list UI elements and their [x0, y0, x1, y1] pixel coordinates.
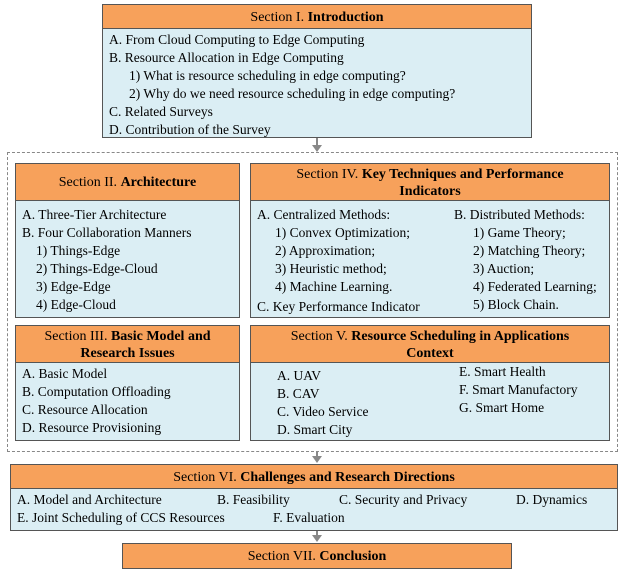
section4-title-line1: Key Techniques and Performance — [361, 167, 564, 182]
section6-item: F. Evaluation — [273, 510, 345, 525]
section5-right-item: G. Smart Home — [459, 400, 545, 415]
section2-header: Section II. Architecture — [15, 163, 240, 201]
section2-body: A. Three-Tier Architecture B. Four Colla… — [15, 200, 240, 318]
section4-right-item: 4) Federated Learning; — [473, 279, 597, 294]
section1-body: A. From Cloud Computing to Edge Computin… — [102, 28, 532, 138]
section4-header: Section IV. Key Techniques and Performan… — [250, 163, 610, 201]
section2-item: A. Three-Tier Architecture — [22, 207, 167, 222]
section1-item: B. Resource Allocation in Edge Computing — [109, 50, 344, 65]
section4-left-item: C. Key Performance Indicator — [257, 299, 420, 314]
section4-right-item: 2) Matching Theory; — [473, 243, 586, 258]
section3-item: C. Resource Allocation — [22, 402, 148, 417]
section6-item: C. Security and Privacy — [339, 492, 468, 507]
section3-prefix: Section III. — [44, 329, 108, 344]
section7-title: Conclusion — [319, 549, 387, 564]
section3-item: D. Resource Provisioning — [22, 420, 162, 435]
section1-item: D. Contribution of the Survey — [109, 122, 271, 137]
section1-item: 2) Why do we need resource scheduling in… — [129, 86, 456, 101]
section1-header: Section I. Introduction — [102, 4, 532, 29]
section6-header: Section VI. Challenges and Research Dire… — [10, 464, 618, 489]
section3-body: A. Basic Model B. Computation Offloading… — [15, 362, 240, 441]
section1-item: A. From Cloud Computing to Edge Computin… — [109, 32, 365, 47]
section4-right-item: B. Distributed Methods: — [454, 207, 585, 222]
section6-title: Challenges and Research Directions — [240, 470, 455, 485]
section6-body: A. Model and Architecture B. Feasibility… — [10, 488, 618, 531]
section5-left-item: A. UAV — [277, 368, 322, 383]
section6-item: E. Joint Scheduling of CCS Resources — [17, 510, 225, 525]
section5-right-item: E. Smart Health — [459, 364, 546, 379]
section5-left-item: D. Smart City — [277, 422, 353, 437]
section4-body: A. Centralized Methods: 1) Convex Optimi… — [250, 200, 610, 318]
section3-title-line2: Research Issues — [80, 346, 175, 361]
arrow-connector — [316, 452, 318, 456]
section4-right-item: 3) Auction; — [473, 261, 535, 276]
section5-header: Section V. Resource Scheduling in Applic… — [250, 325, 610, 363]
section4-left-item: 3) Heuristic method; — [275, 261, 387, 276]
section5-title-line1: Resource Scheduling in Applications — [351, 329, 570, 344]
section6-item: B. Feasibility — [217, 492, 290, 507]
section4-left-item: 1) Convex Optimization; — [275, 225, 410, 240]
section1-title: Introduction — [307, 10, 384, 25]
section4-prefix: Section IV. — [296, 167, 359, 182]
section5-left-item: C. Video Service — [277, 404, 369, 419]
section4-left-item: A. Centralized Methods: — [257, 207, 391, 222]
section2-title: Architecture — [120, 175, 197, 190]
section5-left-item: B. CAV — [277, 386, 320, 401]
section2-prefix: Section II. — [58, 175, 118, 190]
section2-item: 1) Things-Edge — [36, 243, 121, 258]
section7-header: Section VII. Conclusion — [122, 543, 512, 569]
section2-item: 4) Edge-Cloud — [36, 297, 116, 312]
section1-item: C. Related Surveys — [109, 104, 213, 119]
section6-item: D. Dynamics — [516, 492, 588, 507]
arrow-head — [312, 456, 322, 463]
section3-header: Section III. Basic Model and Research Is… — [15, 325, 240, 363]
arrow-connector — [316, 138, 318, 146]
section4-title-line2: Indicators — [399, 184, 461, 199]
section5-right-item: F. Smart Manufactory — [459, 382, 578, 397]
section5-body: A. UAV B. CAV C. Video Service D. Smart … — [250, 362, 610, 441]
section2-item: B. Four Collaboration Manners — [22, 225, 192, 240]
section3-item: B. Computation Offloading — [22, 384, 171, 399]
section4-right-item: 5) Block Chain. — [473, 297, 559, 312]
section4-left-item: 4) Machine Learning. — [275, 279, 393, 294]
arrow-head — [312, 145, 322, 152]
section1-prefix: Section I. — [250, 10, 305, 25]
section4-left-item: 2) Approximation; — [275, 243, 376, 258]
arrow-head — [312, 535, 322, 542]
section6-item: A. Model and Architecture — [17, 492, 162, 507]
arrow-connector — [316, 531, 318, 536]
section4-right-item: 1) Game Theory; — [473, 225, 566, 240]
section2-item: 2) Things-Edge-Cloud — [36, 261, 158, 276]
section3-title-line1: Basic Model and — [110, 329, 211, 344]
section6-prefix: Section VI. — [173, 470, 237, 485]
section7-prefix: Section VII. — [247, 549, 316, 564]
dashed-group-frame — [7, 152, 618, 452]
section1-item: 1) What is resource scheduling in edge c… — [129, 68, 406, 83]
section5-prefix: Section V. — [290, 329, 348, 344]
section2-item: 3) Edge-Edge — [36, 279, 111, 294]
section3-item: A. Basic Model — [22, 366, 108, 381]
section5-title-line2: Context — [406, 346, 454, 361]
